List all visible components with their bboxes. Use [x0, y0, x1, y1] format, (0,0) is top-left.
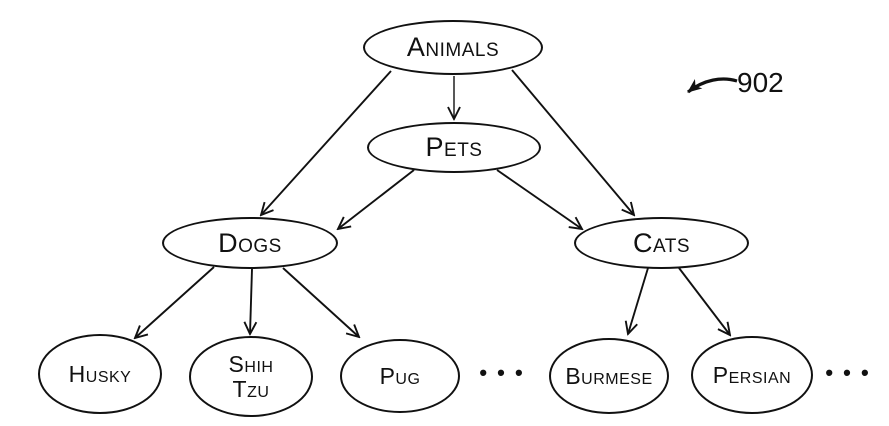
node-persian: Persian — [691, 336, 813, 414]
node-pets-label: Pets — [425, 132, 483, 163]
node-burmese-label: Burmese — [565, 362, 653, 389]
node-husky-label: Husky — [68, 360, 132, 387]
edge-dogs-husky — [135, 266, 215, 338]
edge-dogs-shih-tzu — [250, 268, 252, 334]
node-shih-tzu-label: Shih Tzu — [228, 351, 274, 402]
node-husky: Husky — [38, 334, 162, 414]
node-burmese: Burmese — [549, 338, 669, 414]
ellipsis-more-cat-breeds: • • • — [825, 360, 871, 385]
node-dogs: Dogs — [162, 217, 338, 269]
ellipsis-more-dog-breeds: • • • — [479, 360, 525, 385]
edge-cats-pug — [282, 267, 359, 337]
edge-pets-cats — [496, 169, 582, 229]
edge-pets-dogs — [338, 169, 415, 229]
reference-arrow — [687, 77, 738, 94]
edge-animals-dogs — [261, 70, 392, 215]
node-cats: Cats — [574, 217, 749, 269]
node-pug-label: Pug — [379, 362, 421, 389]
node-pets: Pets — [367, 122, 541, 173]
node-shih-tzu: Shih Tzu — [189, 336, 313, 417]
edge-animals-cats — [511, 69, 634, 215]
node-cats-label: Cats — [632, 227, 691, 258]
node-persian-label: Persian — [712, 361, 792, 388]
edge-cats-burmese — [628, 267, 649, 334]
node-animals: Animals — [363, 20, 543, 75]
node-animals-label: Animals — [406, 32, 500, 63]
edge-cats-persian — [678, 267, 730, 335]
node-pug: Pug — [340, 339, 460, 413]
node-dogs-label: Dogs — [218, 227, 282, 258]
reference-label: 902 — [737, 67, 784, 98]
